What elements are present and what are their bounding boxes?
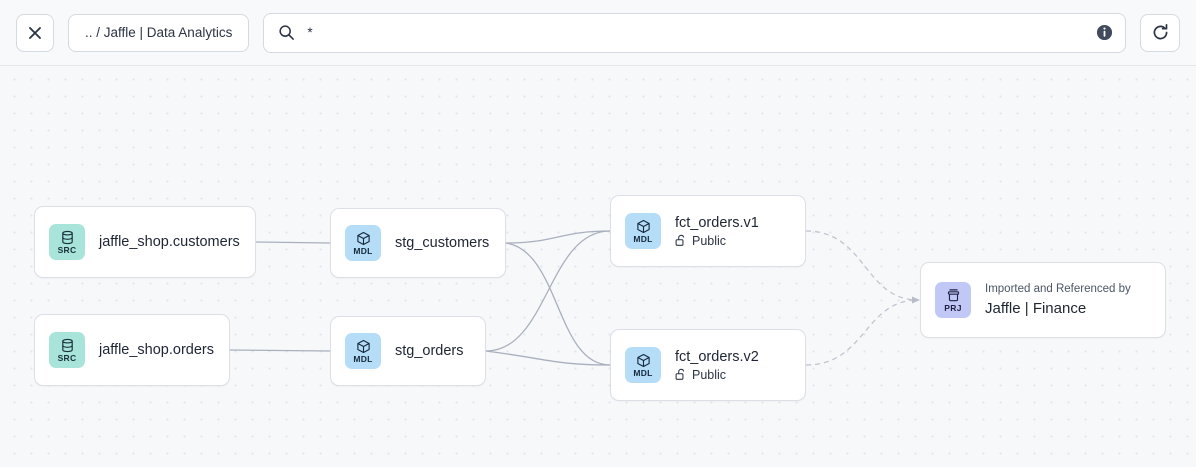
badge-mdl: MDL xyxy=(625,213,661,249)
node-title: Jaffle | Finance xyxy=(985,300,1087,317)
info-circle-icon[interactable] xyxy=(1096,24,1113,41)
node-stg-customers[interactable]: MDL stg_customers xyxy=(330,208,506,278)
node-fct-orders-v1[interactable]: MDL fct_orders.v1 Public xyxy=(610,195,806,267)
edge-stgcustomers-fctv1 xyxy=(505,230,611,244)
breadcrumb-button[interactable]: .. / Jaffle | Data Analytics xyxy=(68,13,250,52)
badge-label: SRC xyxy=(57,244,77,255)
cube-icon xyxy=(636,219,650,233)
project-container-icon xyxy=(947,288,959,301)
edge-stgorders-fctv2 xyxy=(485,350,611,366)
node-fct-orders-v2[interactable]: MDL fct_orders.v2 Public xyxy=(610,329,806,401)
node-visibility-label: Public xyxy=(692,367,727,382)
node-title: stg_customers xyxy=(395,235,490,251)
cube-icon xyxy=(636,353,650,367)
unlock-icon xyxy=(675,234,685,246)
node-stg-orders[interactable]: MDL stg_orders xyxy=(330,316,486,386)
badge-label: MDL xyxy=(353,353,373,364)
node-jaffle-finance-project[interactable]: PRJ Imported and Referenced by Jaffle | … xyxy=(920,262,1166,338)
node-body: fct_orders.v2 Public xyxy=(675,349,759,382)
refresh-button[interactable] xyxy=(1140,13,1180,52)
node-visibility-label: Public xyxy=(692,233,727,248)
node-jaffle-shop-customers[interactable]: SRC jaffle_shop.customers xyxy=(34,206,256,278)
database-icon xyxy=(61,338,73,352)
badge-label: PRJ xyxy=(944,302,962,313)
refresh-icon xyxy=(1153,23,1167,40)
cube-icon xyxy=(356,231,370,245)
node-body: stg_customers xyxy=(395,235,489,251)
search-field[interactable]: * xyxy=(263,12,1126,53)
badge-mdl: MDL xyxy=(345,333,381,369)
close-button[interactable] xyxy=(16,13,54,52)
badge-label: MDL xyxy=(353,245,373,256)
node-title: jaffle_shop.orders xyxy=(99,342,215,358)
badge-label: MDL xyxy=(633,233,653,244)
badge-mdl: MDL xyxy=(345,225,381,261)
node-visibility: Public xyxy=(675,368,759,382)
lineage-canvas[interactable]: SRC jaffle_shop.customers SRC jaffle_sho… xyxy=(0,66,1196,467)
search-icon xyxy=(279,25,295,40)
badge-mdl: MDL xyxy=(625,347,661,383)
node-title: fct_orders.v1 xyxy=(675,214,759,231)
edge-customers-stgcustomers xyxy=(255,241,331,244)
node-title: stg_orders xyxy=(395,343,464,359)
badge-prj: PRJ xyxy=(935,282,971,318)
node-body: jaffle_shop.orders xyxy=(99,342,214,358)
top-toolbar: .. / Jaffle | Data Analytics * xyxy=(0,0,1196,66)
database-icon xyxy=(61,230,73,244)
node-visibility: Public xyxy=(675,234,759,248)
node-body: jaffle_shop.customers xyxy=(99,234,240,250)
edge-orders-stgorders xyxy=(229,349,331,352)
breadcrumb-label: .. / Jaffle | Data Analytics xyxy=(85,25,233,40)
node-body: fct_orders.v1 Public xyxy=(675,215,759,248)
node-title: jaffle_shop.customers xyxy=(99,234,240,250)
edge-stgcustomers-fctv2 xyxy=(505,242,611,366)
edge-stgorders-fctv1 xyxy=(485,230,611,352)
edge-fctv2-project xyxy=(805,299,919,366)
close-x-icon xyxy=(29,26,41,39)
unlock-icon xyxy=(675,368,685,380)
badge-label: MDL xyxy=(633,367,653,378)
search-input[interactable]: * xyxy=(307,25,314,40)
node-jaffle-shop-orders[interactable]: SRC jaffle_shop.orders xyxy=(34,314,230,386)
edge-layer xyxy=(229,230,920,366)
badge-src: SRC xyxy=(49,332,85,368)
node-title: fct_orders.v2 xyxy=(675,348,759,365)
node-body: stg_orders xyxy=(395,343,464,359)
node-body: Imported and Referenced by Jaffle | Fina… xyxy=(985,282,1131,318)
arrowhead-project-in-top xyxy=(912,296,920,304)
node-overline: Imported and Referenced by xyxy=(985,283,1131,295)
badge-label: SRC xyxy=(57,352,77,363)
edge-fctv1-project xyxy=(805,230,919,301)
badge-src: SRC xyxy=(49,224,85,260)
cube-icon xyxy=(356,339,370,353)
